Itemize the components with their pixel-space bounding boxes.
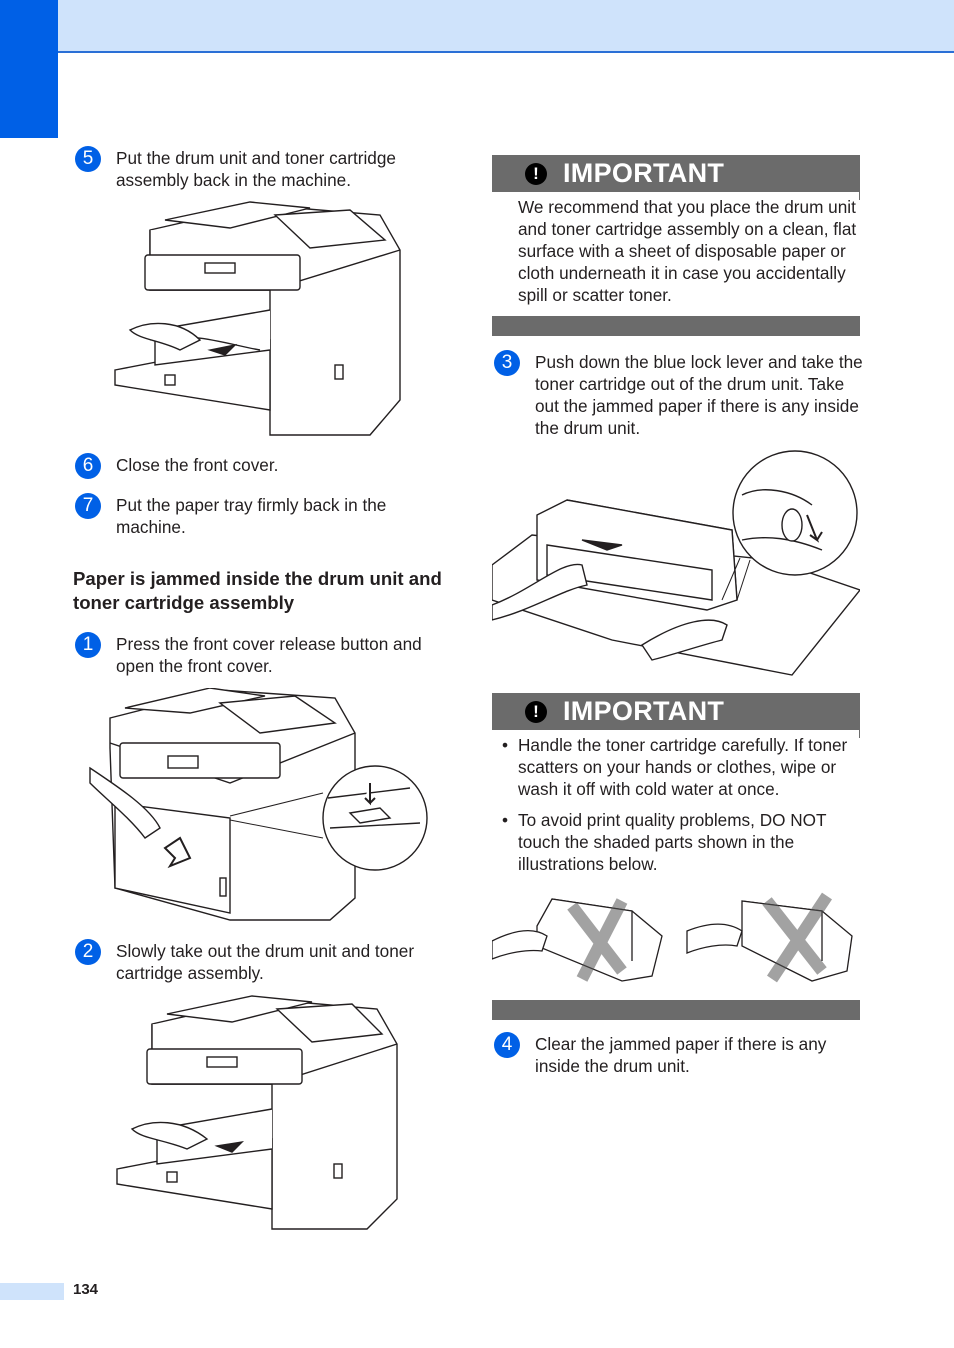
step-3: 3 Push down the blue lock lever and take… [494, 350, 864, 439]
important-bullets: Handle the toner cartridge carefully. If… [492, 734, 860, 875]
illustration-remove-drum [112, 994, 402, 1234]
step-text: Push down the blue lock lever and take t… [535, 352, 863, 438]
important-header: ! IMPORTANT [492, 693, 860, 730]
important-title: IMPORTANT [563, 158, 725, 188]
important-footer [492, 316, 860, 336]
step-text: Put the paper tray firmly back in the ma… [116, 495, 387, 537]
bullet-item: To avoid print quality problems, DO NOT … [492, 809, 860, 875]
step-6: 6 Close the front cover. [75, 453, 445, 479]
page-number-bar [0, 1283, 64, 1300]
step-number: 3 [494, 350, 520, 376]
step-text: Press the front cover release button and… [116, 634, 422, 676]
chapter-tab [0, 0, 58, 138]
important-title: IMPORTANT [563, 696, 725, 726]
step-7: 7 Put the paper tray firmly back in the … [75, 493, 445, 538]
step-2: 2 Slowly take out the drum unit and tone… [75, 939, 445, 984]
step-1: 1 Press the front cover release button a… [75, 632, 445, 677]
important-box-2: ! IMPORTANT Handle the toner cartridge c… [492, 693, 860, 1020]
section-heading: Paper is jammed inside the drum unit and… [73, 568, 442, 613]
step-4: 4 Clear the jammed paper if there is any… [494, 1032, 864, 1077]
step-5: 5 Put the drum unit and toner cartridge … [75, 146, 445, 191]
page-number: 134 [73, 1281, 99, 1298]
bullet-item: Handle the toner cartridge carefully. If… [492, 734, 860, 800]
illustration-separate-toner [492, 450, 860, 680]
illustration-insert-drum [110, 200, 405, 440]
step-text: Close the front cover. [116, 455, 279, 475]
step-number: 5 [75, 146, 101, 172]
exclamation-icon: ! [525, 162, 547, 185]
illustration-do-not-touch [492, 891, 860, 983]
step-number: 1 [75, 632, 101, 658]
step-text: Put the drum unit and toner cartridge as… [116, 148, 396, 190]
illustration-open-front-cover [80, 688, 430, 923]
important-text: We recommend that you place the drum uni… [518, 197, 857, 305]
step-text: Clear the jammed paper if there is any i… [535, 1034, 827, 1076]
step-number: 4 [494, 1032, 520, 1058]
step-number: 7 [75, 493, 101, 519]
step-text: Slowly take out the drum unit and toner … [116, 941, 415, 983]
page-header-bar [0, 0, 954, 53]
step-number: 2 [75, 939, 101, 965]
important-header: ! IMPORTANT [492, 155, 860, 192]
step-number: 6 [75, 453, 101, 479]
important-box-1: ! IMPORTANT We recommend that you place … [492, 155, 860, 337]
exclamation-icon: ! [525, 700, 547, 723]
important-footer [492, 1000, 860, 1020]
important-side-rule [859, 192, 860, 200]
